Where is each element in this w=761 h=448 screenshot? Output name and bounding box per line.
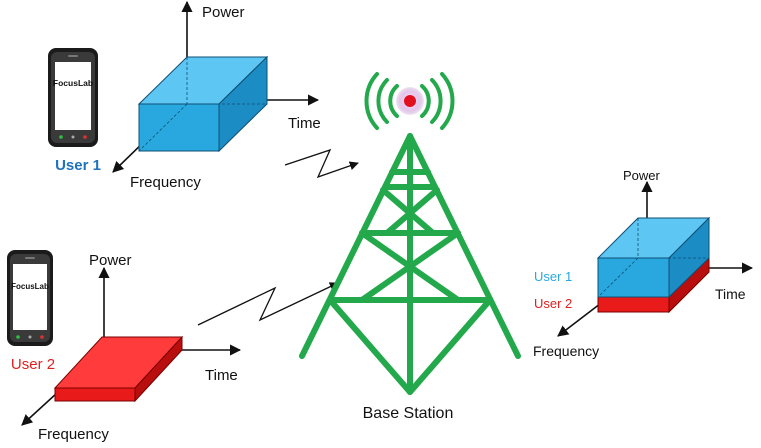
frequency-axis-label: Frequency [130,174,201,191]
user1-resource-block [596,216,711,299]
time-axis-label: Time [715,286,746,302]
base-station: Base Station [299,72,521,422]
smartphone-icon: FocusLab [48,48,98,147]
time-axis-label: Time [205,367,238,384]
power-axis-label: Power [202,4,245,21]
antenna-dot-icon [404,95,416,107]
user2-resource-block [53,335,184,403]
user1-label: User 1 [55,157,101,174]
frequency-axis-label: Frequency [533,343,599,359]
combined-panel: Power Time Frequency User 1 User 2 [533,168,754,359]
lightning-signal-icon [197,282,339,326]
power-axis-label: Power [89,252,132,269]
lightning-signal-icon [284,148,359,179]
time-axis-label: Time [288,115,321,132]
phone-brand-label: FocusLab [53,78,93,88]
legend-user1-label: User 1 [534,269,572,284]
legend-user2-label: User 2 [534,296,572,311]
user2-label: User 2 [11,356,55,373]
frequency-axis-label: Frequency [38,426,109,443]
smartphone-icon: FocusLab [7,250,53,346]
base-station-label: Base Station [363,405,454,422]
phone-brand-label: FocusLab [11,282,49,291]
cell-tower-icon [299,133,521,395]
user1-panel: FocusLab User 1 Power Time Frequency [48,0,359,191]
user1-resource-block [137,55,269,153]
user2-panel: FocusLab User 2 Power Time Frequency [7,250,339,443]
radio-waves-icon [364,72,455,130]
power-axis-label: Power [623,168,661,183]
